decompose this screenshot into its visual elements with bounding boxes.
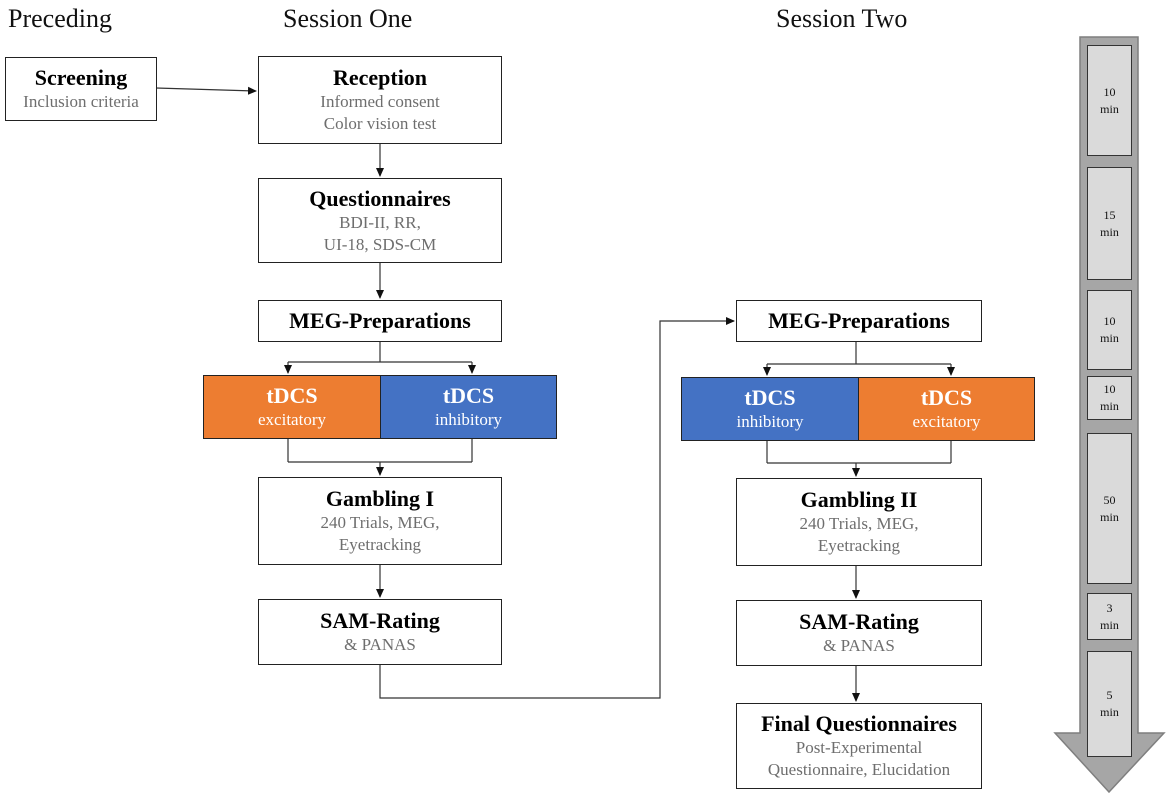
meg-preparations-2-title: MEG-Preparations	[768, 308, 950, 333]
sam-rating-2-box: SAM-Rating & PANAS	[736, 600, 982, 666]
meg-preparations-2-box: MEG-Preparations	[736, 300, 982, 342]
tdcs-excitatory-2-title: tDCS	[920, 385, 973, 410]
reception-box: Reception Informed consent Color vision …	[258, 56, 502, 144]
meg-preparations-1-title: MEG-Preparations	[289, 308, 471, 333]
header-session-one: Session One	[283, 4, 413, 33]
tdcs-inhibitory-2-box: tDCS inhibitory	[681, 377, 859, 441]
final-questionnaires-box: Final Questionnaires Post-Experimental Q…	[736, 703, 982, 789]
gambling-1-line-1: 240 Trials, MEG,	[320, 513, 440, 532]
questionnaires-box: Questionnaires BDI-II, RR, UI-18, SDS-CM	[258, 178, 502, 263]
tdcs-inhibitory-1-sub: inhibitory	[434, 410, 503, 429]
screening-box: Screening Inclusion criteria	[5, 57, 157, 121]
final-questionnaires-line-1: Post-Experimental	[795, 738, 923, 757]
sam-rating-2-title: SAM-Rating	[799, 609, 919, 634]
gambling-1-line-2: Eyetracking	[338, 535, 422, 554]
arrow-sam1-meg2	[379, 317, 735, 699]
questionnaires-line-2: UI-18, SDS-CM	[323, 234, 437, 254]
tdcs-excitatory-1-title: tDCS	[266, 383, 318, 408]
arrow-screening-reception	[155, 86, 257, 95]
gambling-1-title: Gambling I	[325, 486, 435, 511]
sam-rating-1-line: & PANAS	[344, 635, 416, 654]
tdcs-excitatory-2-box: tDCS excitatory	[858, 377, 1035, 441]
reception-line-2: Color vision test	[323, 114, 437, 133]
tdcs-excitatory-1-box: tDCS excitatory	[203, 375, 381, 439]
tdcs-inhibitory-2-title: tDCS	[744, 385, 796, 410]
gambling-2-line-2: Eyetracking	[817, 536, 901, 555]
gambling-2-title: Gambling II	[800, 487, 918, 512]
sam-rating-1-box: SAM-Rating & PANAS	[258, 599, 502, 665]
final-questionnaires-title: Final Questionnaires	[761, 711, 957, 736]
final-questionnaires-line-2: Questionnaire, Elucidation	[767, 760, 951, 779]
sam-rating-2-line: & PANAS	[823, 636, 895, 655]
header-preceding: Preceding	[8, 4, 112, 33]
questionnaires-title: Questionnaires	[309, 185, 451, 211]
sam-rating-1-title: SAM-Rating	[320, 608, 440, 633]
questionnaires-line-1: BDI-II, RR,	[339, 212, 421, 232]
gambling-2-box: Gambling II 240 Trials, MEG, Eyetracking	[736, 478, 982, 566]
screening-title: Screening	[34, 65, 128, 90]
tdcs-inhibitory-1-box: tDCS inhibitory	[380, 375, 557, 439]
screening-line: Inclusion criteria	[23, 92, 139, 111]
header-session-two: Session Two	[776, 4, 908, 33]
gambling-1-box: Gambling I 240 Trials, MEG, Eyetracking	[258, 477, 502, 565]
reception-line-1: Informed consent	[320, 92, 440, 111]
meg-preparations-1-box: MEG-Preparations	[258, 300, 502, 342]
reception-title: Reception	[332, 65, 428, 90]
tdcs-inhibitory-2-sub: inhibitory	[736, 412, 804, 431]
gambling-2-line-1: 240 Trials, MEG,	[799, 514, 919, 533]
tdcs-excitatory-1-sub: excitatory	[258, 410, 326, 429]
tdcs-excitatory-2-sub: excitatory	[912, 412, 981, 431]
tdcs-inhibitory-1-title: tDCS	[442, 383, 495, 408]
